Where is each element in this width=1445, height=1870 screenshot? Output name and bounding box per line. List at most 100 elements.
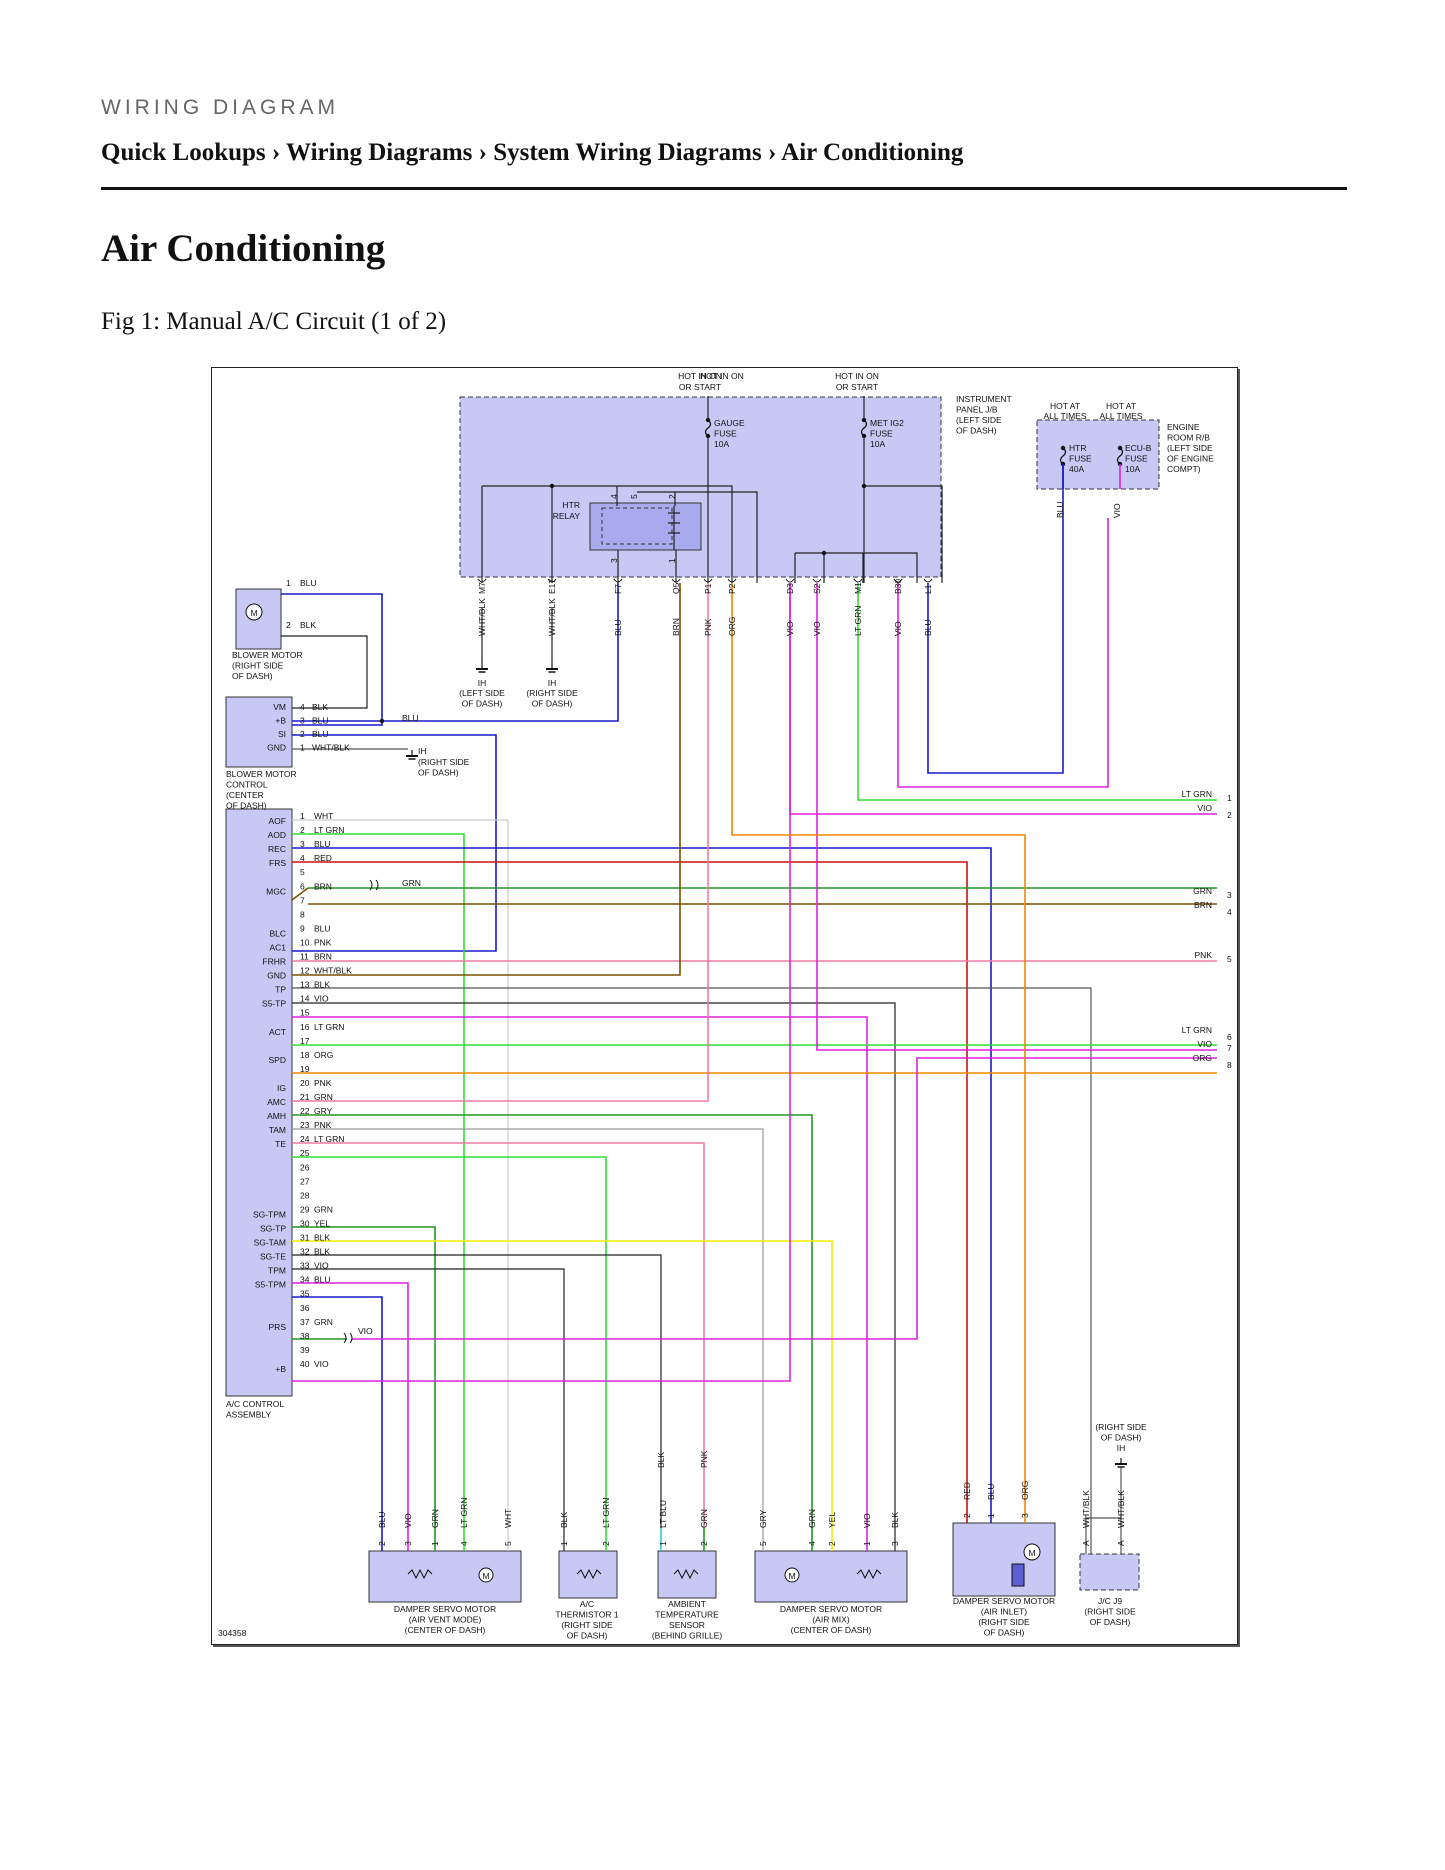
ac-pin-number: 15 xyxy=(300,1008,310,1018)
ac-pin-number: 30 xyxy=(300,1218,310,1228)
jb-connector xyxy=(547,578,557,583)
bottom-pin: 2 xyxy=(962,1513,972,1518)
component-label: (CENTER OF DASH) xyxy=(405,1625,486,1635)
ac-pin-name: FRS xyxy=(269,858,286,868)
jb-connector xyxy=(671,578,681,583)
control-pin: 2 xyxy=(300,729,305,739)
control-wire-color: BLU xyxy=(312,716,329,726)
bottom-pin: 1 xyxy=(862,1541,872,1546)
ac-pin-number: 28 xyxy=(300,1190,310,1200)
control-pin: 4 xyxy=(300,702,305,712)
ac-wire-color: BLK xyxy=(314,1233,330,1243)
ac-pin-name: SG-TP xyxy=(260,1223,286,1233)
supply-label: HOT AT xyxy=(1106,401,1136,411)
ac-pin-number: 40 xyxy=(300,1359,310,1369)
jb-pin-label: Q5 xyxy=(671,582,681,594)
wire-tp xyxy=(292,1002,896,1551)
relay-pin: 1 xyxy=(667,558,677,563)
blower-wire-color: BLU xyxy=(300,578,317,588)
ground-label: (LEFT SIDE xyxy=(459,688,505,698)
ac-wire-color: VIO xyxy=(314,1359,329,1369)
blower-label: (RIGHT SIDE xyxy=(232,661,284,671)
bottom-pin: 5 xyxy=(503,1541,513,1546)
component-label: OF DASH) xyxy=(1090,1617,1131,1627)
wire-m1 xyxy=(857,583,1217,801)
ac-pin-number: 14 xyxy=(300,994,310,1004)
component-label: (BEHIND GRILLE) xyxy=(652,1631,723,1641)
jb-pin-label: B30 xyxy=(893,579,903,594)
jb-connector xyxy=(727,578,737,583)
control-wire-color: BLU xyxy=(312,729,329,739)
wire-j9 xyxy=(1085,1517,1122,1554)
ac-pin-name: AOD xyxy=(268,830,286,840)
resistor-symbol xyxy=(576,1568,602,1580)
page-title: Air Conditioning xyxy=(101,227,386,270)
wire-color-label: BLU xyxy=(402,713,419,723)
ac-wire-color: GRN xyxy=(314,1092,333,1102)
jb-wire-color: ORG xyxy=(727,617,737,636)
jb-pin-label: M1 xyxy=(853,582,863,594)
offpage-number: 8 xyxy=(1227,1060,1232,1070)
rb-label: ROOM R/B xyxy=(1167,433,1210,443)
resistor-symbol xyxy=(673,1568,699,1580)
relay-pin: 2 xyxy=(667,494,677,499)
blower-pin: 2 xyxy=(286,620,291,630)
bottom-wire-color: VIO xyxy=(403,1513,413,1528)
fuse-label: FUSE xyxy=(714,429,737,439)
motor-letter: M xyxy=(250,608,257,618)
ground-label: (RIGHT SIDE xyxy=(1095,1422,1147,1432)
header-divider xyxy=(101,187,1347,190)
ac-pin-number: 4 xyxy=(300,853,305,863)
ac-wire-color: BLK xyxy=(314,1247,330,1257)
jb-connector xyxy=(923,578,933,583)
fuse-symbol xyxy=(1116,447,1124,465)
ground-label: (RIGHT SIDE xyxy=(418,757,470,767)
wire-s5tp xyxy=(292,1016,868,1551)
fuse-label: FUSE xyxy=(1125,454,1148,464)
component-label: SENSOR xyxy=(669,1620,705,1630)
ac-pin-number: 18 xyxy=(300,1050,310,1060)
ac-wire-color: BLU xyxy=(314,923,331,933)
ac-pin-number: 33 xyxy=(300,1261,310,1271)
bottom-wire-color: BLU xyxy=(377,1511,387,1528)
ac-pin-name: TP xyxy=(275,985,286,995)
bottom-wire-color: GRN xyxy=(699,1509,709,1528)
figure-id: 304358 xyxy=(218,1628,247,1638)
ac-wire-color: BRN xyxy=(314,881,332,891)
bottom-wire-color: LT GRN xyxy=(601,1498,611,1528)
offpage-color: BRN xyxy=(1194,900,1212,910)
wire-color-label: BLU xyxy=(1055,501,1065,518)
bottom-wire-color: BLK xyxy=(559,1512,569,1528)
damper-inlet-box xyxy=(952,1522,1056,1597)
damper-airmix-box xyxy=(754,1550,908,1603)
jb-label: OF DASH) xyxy=(956,426,997,436)
ground-label: OF DASH) xyxy=(1101,1433,1142,1443)
splice-label: BLK xyxy=(656,1452,666,1468)
fuse-symbol xyxy=(1059,447,1067,465)
ac-pin-number: 5 xyxy=(300,867,305,877)
ac-wire-color: YEL xyxy=(314,1218,330,1228)
wire-frhr xyxy=(292,583,681,976)
ac-wire-color: BLU xyxy=(314,1275,331,1285)
ac-pin-name: ACT xyxy=(269,1027,286,1037)
ac-wire-color: GRN xyxy=(314,1317,333,1327)
wire-color-label: VIO xyxy=(1112,503,1122,518)
component-label: OF DASH) xyxy=(567,1631,608,1641)
component-label: (AIR INLET) xyxy=(981,1607,1027,1617)
ac-pin-number: 17 xyxy=(300,1036,310,1046)
ac-pin-name: TAM xyxy=(269,1125,286,1135)
ground-label: IH xyxy=(548,678,557,688)
component-label: (RIGHT SIDE xyxy=(978,1617,1030,1627)
offpage-color: VIO xyxy=(1197,803,1212,813)
control-wire-color: BLK xyxy=(312,702,328,712)
wire-tam xyxy=(292,1142,705,1528)
component-label: J/C J9 xyxy=(1098,1596,1122,1606)
ac-pin-name: PRS xyxy=(269,1322,287,1332)
breadcrumb[interactable]: Quick Lookups › Wiring Diagrams › System… xyxy=(101,139,964,166)
bottom-pin: 2 xyxy=(827,1541,837,1546)
wire-amh xyxy=(292,1128,764,1551)
offpage-number: 6 xyxy=(1227,1032,1232,1042)
ac-pin-number: 25 xyxy=(300,1148,310,1158)
ac-pin-name: IG xyxy=(277,1083,286,1093)
wire-sgtpm xyxy=(292,1226,436,1551)
